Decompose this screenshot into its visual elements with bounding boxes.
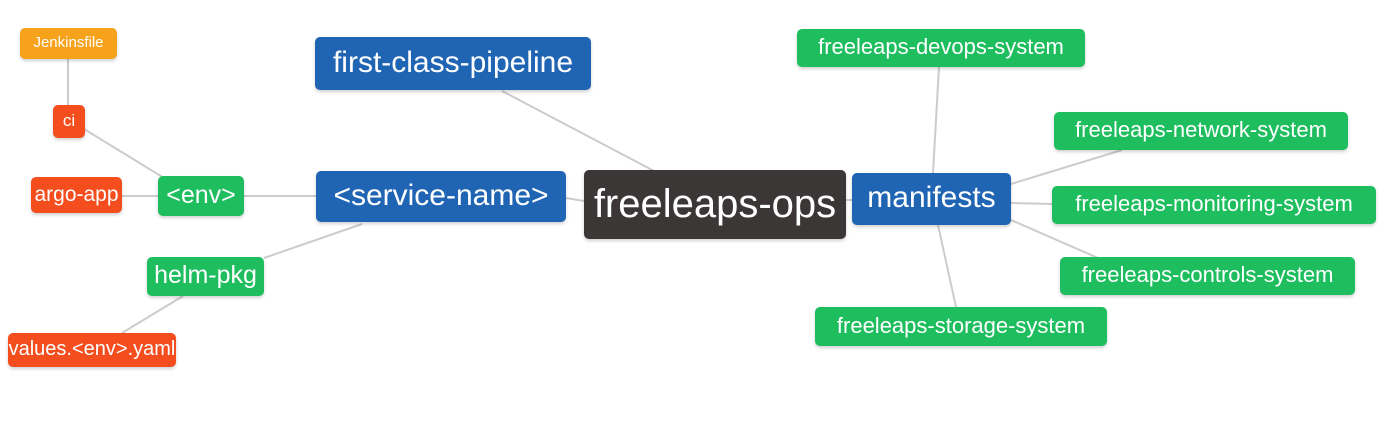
node-manifests[interactable]: manifests: [852, 173, 1011, 225]
node-label: freeleaps-storage-system: [836, 312, 1086, 338]
node-label: argo-app: [34, 182, 119, 206]
node-freeleaps-devops-system[interactable]: freeleaps-devops-system: [797, 29, 1085, 67]
node-jenkinsfile[interactable]: Jenkinsfile: [20, 28, 117, 59]
node-label: freeleaps-ops: [593, 181, 837, 226]
node-label: freeleaps-network-system: [1075, 117, 1327, 142]
node-label: first-class-pipeline: [332, 45, 574, 79]
node-helm-pkg[interactable]: helm-pkg: [147, 257, 264, 296]
node-label: values.<env>.yaml: [8, 338, 176, 360]
node-label: helm-pkg: [154, 261, 257, 289]
node-service-name[interactable]: <service-name>: [316, 171, 566, 222]
node-freeleaps-network-system[interactable]: freeleaps-network-system: [1054, 112, 1348, 150]
node-label: ci: [62, 111, 76, 130]
node-label: manifests: [867, 181, 996, 214]
edge-manifests--freeleaps-monitoring-system: [1010, 202, 1053, 205]
edge-manifests--freeleaps-storage-system: [937, 224, 957, 308]
node-first-class-pipeline[interactable]: first-class-pipeline: [315, 37, 591, 90]
edge-service-name--freeleaps-ops: [565, 197, 585, 202]
edge-first-class-pipeline--freeleaps-ops: [501, 90, 657, 173]
edge-ci--env: [83, 128, 165, 179]
node-label: freeleaps-devops-system: [818, 34, 1064, 59]
edge-values-env-yaml--helm-pkg: [121, 295, 184, 334]
node-label: <service-name>: [333, 178, 549, 212]
node-label: freeleaps-monitoring-system: [1075, 191, 1353, 216]
node-ci[interactable]: ci: [53, 105, 85, 138]
node-label: Jenkinsfile: [33, 34, 104, 51]
edge-manifests--freeleaps-devops-system: [932, 66, 940, 174]
node-values-env-yaml[interactable]: values.<env>.yaml: [8, 333, 176, 367]
node-freeleaps-controls-system[interactable]: freeleaps-controls-system: [1060, 257, 1355, 295]
node-freeleaps-storage-system[interactable]: freeleaps-storage-system: [815, 307, 1107, 346]
edge-manifests--freeleaps-controls-system: [1010, 219, 1099, 259]
node-argo-app[interactable]: argo-app: [31, 177, 122, 213]
edge-helm-pkg--service-name: [263, 223, 363, 259]
edge-manifests--freeleaps-network-system: [1010, 149, 1123, 185]
node-freeleaps-ops[interactable]: freeleaps-ops: [584, 170, 846, 239]
node-label: freeleaps-controls-system: [1081, 262, 1334, 287]
node-label: <env>: [166, 180, 236, 209]
node-env[interactable]: <env>: [158, 176, 244, 216]
node-freeleaps-monitoring-system[interactable]: freeleaps-monitoring-system: [1052, 186, 1376, 224]
